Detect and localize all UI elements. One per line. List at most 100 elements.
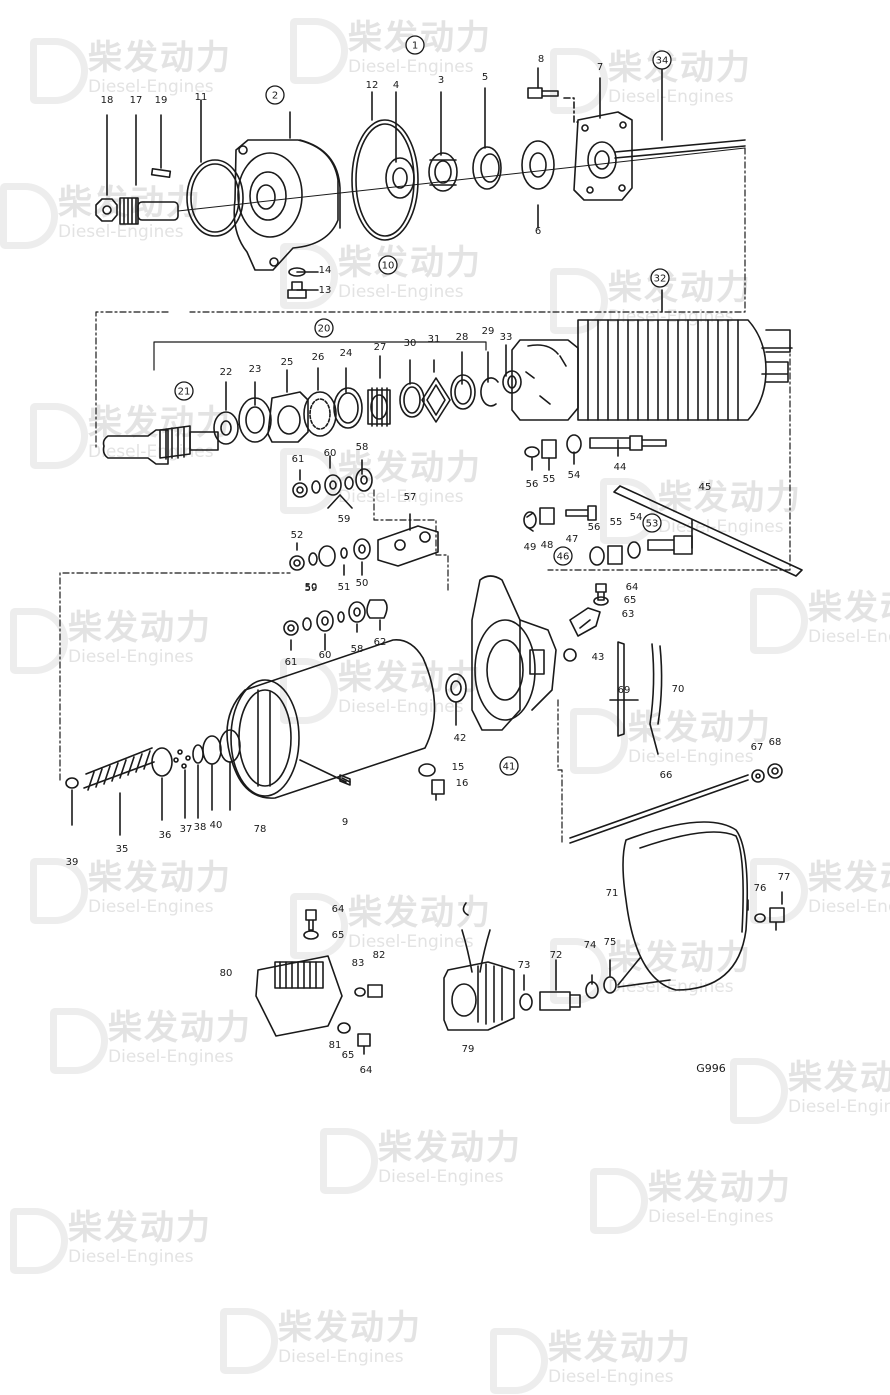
part-callout-51: 51	[338, 582, 351, 593]
assembly-callout-53: 53	[646, 519, 659, 530]
part-callout-75: 75	[604, 937, 617, 948]
part-callout-64c: 64	[360, 1065, 373, 1076]
part-callout-64: 64	[626, 582, 639, 593]
part-callout-11: 11	[195, 92, 208, 103]
part-callout-52: 52	[291, 530, 304, 541]
part-callout-57: 57	[404, 492, 417, 503]
part-callout-54b: 54	[630, 512, 643, 523]
part-callout-79: 79	[462, 1044, 475, 1055]
part-callout-78: 78	[254, 824, 267, 835]
part-callout-63: 63	[622, 609, 635, 620]
callout-circle-46	[553, 546, 573, 566]
part-callout-37: 37	[180, 824, 193, 835]
part-callout-43: 43	[592, 652, 605, 663]
assembly-callout-41: 41	[503, 762, 516, 773]
part-callout-30: 30	[404, 338, 417, 349]
part-callout-29: 29	[482, 326, 495, 337]
part-callout-19: 19	[155, 95, 168, 106]
assembly-callout-10: 10	[382, 261, 395, 272]
callout-circle-2	[265, 85, 285, 105]
callout-circle-10	[378, 255, 398, 275]
part-callout-81: 81	[329, 1040, 342, 1051]
part-callout-59b: 59	[305, 583, 318, 594]
part-callout-15: 15	[452, 762, 465, 773]
part-callout-67: 67	[751, 742, 764, 753]
part-callout-56: 56	[526, 479, 539, 490]
part-callout-13: 13	[319, 285, 332, 296]
part-callout-47: 47	[566, 534, 579, 545]
part-callout-65c: 65	[342, 1050, 355, 1061]
part-callout-26: 26	[312, 352, 325, 363]
part-callout-82: 82	[373, 950, 386, 961]
part-callout-31: 31	[428, 334, 441, 345]
part-callout-50b: 50	[305, 582, 318, 593]
part-callout-33: 33	[500, 332, 513, 343]
part-callout-3: 3	[438, 75, 444, 86]
part-callout-9: 9	[342, 817, 348, 828]
part-callout-14: 14	[319, 265, 332, 276]
part-callout-60b: 60	[319, 650, 332, 661]
assembly-callout-34: 34	[656, 56, 669, 67]
part-callout-73: 73	[518, 960, 531, 971]
part-callout-77: 77	[778, 872, 791, 883]
part-callout-39: 39	[66, 857, 79, 868]
part-callout-65b: 65	[332, 930, 345, 941]
callout-circle-1	[405, 35, 425, 55]
part-callout-58: 58	[356, 442, 369, 453]
part-callout-54: 54	[568, 470, 581, 481]
callout-circle-32	[650, 268, 670, 288]
callout-circle-41	[499, 756, 519, 776]
part-callout-58b: 58	[351, 644, 364, 655]
part-callout-45: 45	[699, 482, 712, 493]
part-callout-68: 68	[769, 737, 782, 748]
part-callout-69: 69	[618, 685, 631, 696]
part-callout-83: 83	[352, 958, 365, 969]
assembly-callout-21: 21	[178, 387, 191, 398]
part-callout-70: 70	[672, 684, 685, 695]
part-callout-49: 49	[524, 542, 537, 553]
callout-circle-21	[174, 381, 194, 401]
part-callout-80: 80	[220, 968, 233, 979]
part-callout-35: 35	[116, 844, 129, 855]
part-callout-27: 27	[374, 342, 387, 353]
part-callout-36: 36	[159, 830, 172, 841]
part-callout-72: 72	[550, 950, 563, 961]
callout-circle-20	[314, 318, 334, 338]
part-callout-66: 66	[660, 770, 673, 781]
assembly-callout-46: 46	[557, 552, 570, 563]
part-callout-74: 74	[584, 940, 597, 951]
part-callout-61: 61	[292, 454, 305, 465]
part-callout-28: 28	[456, 332, 469, 343]
callout-circle-53	[642, 513, 662, 533]
assembly-callout-20: 20	[318, 324, 331, 335]
part-callout-18: 18	[101, 95, 114, 106]
part-callout-25: 25	[281, 357, 294, 368]
part-callout-17: 17	[130, 95, 143, 106]
part-callout-38: 38	[194, 822, 207, 833]
part-callout-50: 50	[356, 578, 369, 589]
part-callout-61b: 61	[285, 657, 298, 668]
part-callout-12: 12	[366, 80, 379, 91]
part-callout-7: 7	[597, 62, 603, 73]
part-callout-55: 55	[543, 474, 556, 485]
callout-circle-34	[652, 50, 672, 70]
part-callout-76: 76	[754, 883, 767, 894]
part-callout-55b: 55	[610, 517, 623, 528]
part-callout-16: 16	[456, 778, 469, 789]
assembly-callout-1: 1	[412, 41, 418, 52]
assembly-callout-32: 32	[654, 274, 667, 285]
part-callout-42: 42	[454, 733, 467, 744]
part-callout-56b: 56	[588, 522, 601, 533]
part-callout-62: 62	[374, 637, 387, 648]
part-callout-40: 40	[210, 820, 223, 831]
part-callout-23: 23	[249, 364, 262, 375]
part-callout-59: 59	[338, 514, 351, 525]
part-callout-48: 48	[541, 540, 554, 551]
part-callout-44: 44	[614, 462, 627, 473]
part-callout-6: 6	[535, 226, 541, 237]
part-callout-4: 4	[393, 80, 399, 91]
part-callout-24: 24	[340, 348, 353, 359]
part-callout-8: 8	[538, 54, 544, 65]
